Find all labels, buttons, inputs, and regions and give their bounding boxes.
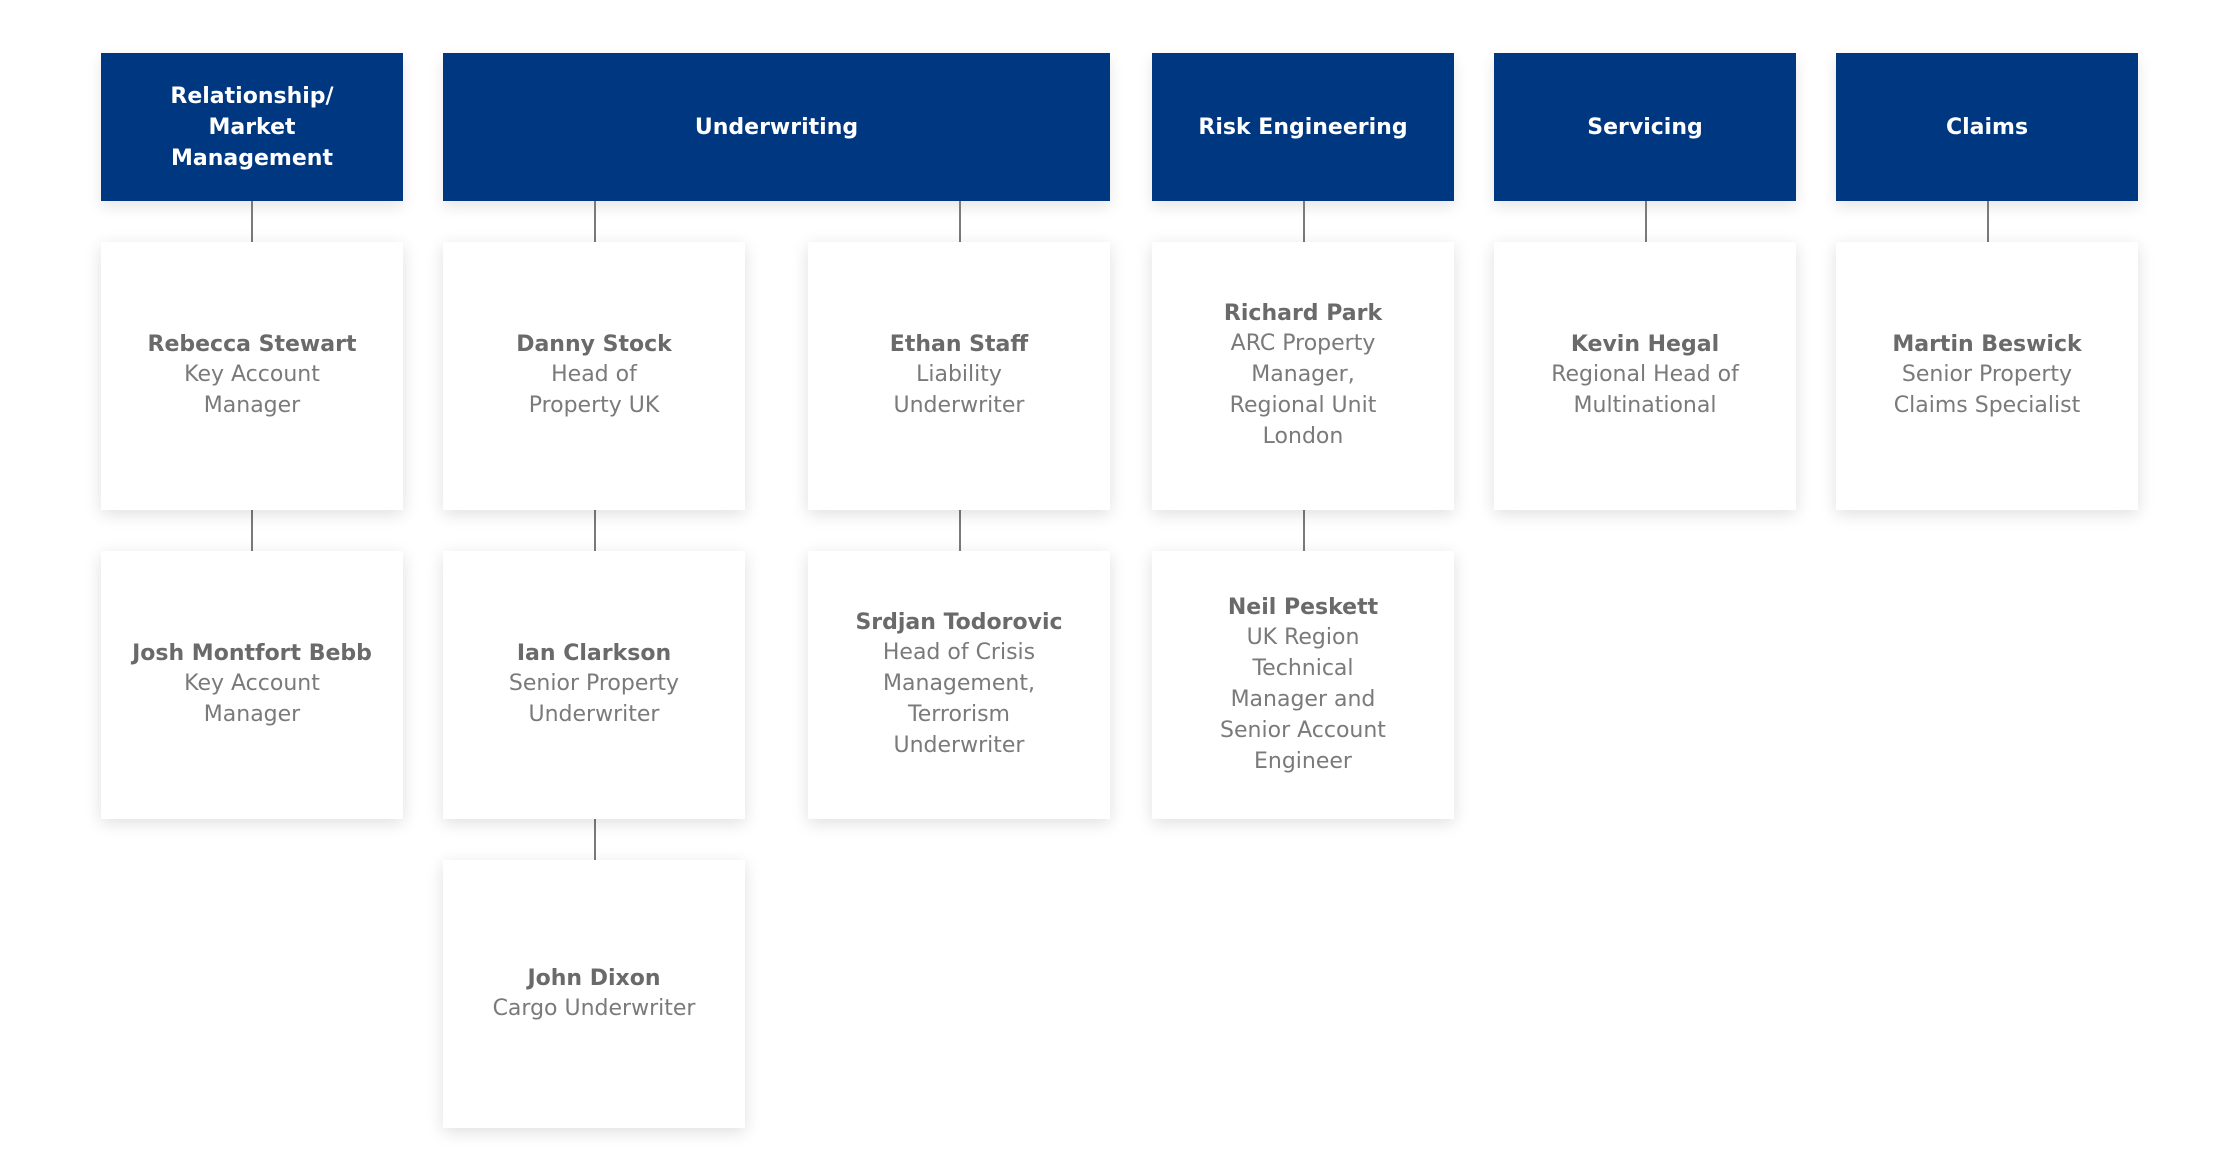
- header-label: Risk Engineering: [1198, 114, 1408, 140]
- person-card-rebecca-stewart: Rebecca Stewart Key Account Manager: [101, 242, 403, 510]
- person-role: UK Region Technical Manager and Senior A…: [1220, 624, 1386, 774]
- person-name: Ethan Staff: [889, 332, 1029, 357]
- person-name: Ian Clarkson: [516, 641, 672, 666]
- person-role: Senior Property Claims Specialist: [1893, 362, 2081, 418]
- person-name: Josh Montfort Bebb: [132, 641, 372, 666]
- person-card-martin-beswick: Martin Beswick Senior Property Claims Sp…: [1836, 242, 2138, 510]
- person-card-ian-clarkson: Ian Clarkson Senior Property Underwriter: [443, 551, 745, 819]
- person-card-srdjan-todorovic: Srdjan Todorovic Head of Crisis Manageme…: [808, 551, 1110, 819]
- person-card-kevin-hegal: Kevin Hegal Regional Head of Multination…: [1494, 242, 1796, 510]
- header-label: Relationship/ Market Management: [170, 83, 334, 171]
- person-name: Kevin Hegal: [1570, 332, 1720, 357]
- header-claims: Claims: [1836, 53, 2138, 201]
- header-underwriting: Underwriting: [443, 53, 1110, 201]
- connector: [594, 201, 596, 242]
- person-name: Neil Peskett: [1227, 594, 1379, 620]
- connector: [959, 510, 961, 551]
- connector: [959, 201, 961, 242]
- header-servicing: Servicing: [1494, 53, 1796, 201]
- person-card-john-dixon: John Dixon Cargo Underwriter: [443, 860, 745, 1128]
- connector: [594, 819, 596, 860]
- person-role: Regional Head of Multinational: [1551, 362, 1739, 418]
- connector: [1303, 510, 1305, 551]
- header-risk-engineering: Risk Engineering: [1152, 53, 1454, 201]
- person-role: Key Account Manager: [184, 362, 320, 418]
- person-role: Cargo Underwriter: [492, 995, 696, 1021]
- person-card-neil-peskett: Neil Peskett UK Region Technical Manager…: [1152, 551, 1454, 819]
- person-name: John Dixon: [527, 965, 661, 991]
- person-name: Srdjan Todorovic: [855, 610, 1063, 635]
- connector: [1303, 201, 1305, 242]
- person-role: Senior Property Underwriter: [508, 671, 680, 727]
- person-role: Head of Crisis Management, Terrorism Und…: [882, 640, 1036, 758]
- person-card-josh-montfort-bebb: Josh Montfort Bebb Key Account Manager: [101, 551, 403, 819]
- person-name: Martin Beswick: [1892, 332, 2082, 357]
- person-name: Danny Stock: [516, 332, 672, 357]
- header-label: Claims: [1945, 114, 2029, 140]
- connector: [251, 201, 253, 242]
- person-name: Rebecca Stewart: [147, 332, 357, 357]
- person-role: Head of Property UK: [528, 362, 660, 418]
- person-card-ethan-staff: Ethan Staff Liability Underwriter: [808, 242, 1110, 510]
- header-label: Servicing: [1587, 114, 1703, 140]
- person-name: Richard Park: [1223, 301, 1383, 326]
- header-label: Underwriting: [694, 114, 859, 140]
- header-relationship-market-management: Relationship/ Market Management: [101, 53, 403, 201]
- person-role: ARC Property Manager, Regional Unit Lond…: [1229, 331, 1377, 449]
- connector: [251, 510, 253, 551]
- connector: [1987, 201, 1989, 242]
- person-card-danny-stock: Danny Stock Head of Property UK: [443, 242, 745, 510]
- person-role: Liability Underwriter: [893, 362, 1025, 418]
- person-role: Key Account Manager: [184, 671, 320, 727]
- connector: [594, 510, 596, 551]
- person-card-richard-park: Richard Park ARC Property Manager, Regio…: [1152, 242, 1454, 510]
- connector: [1645, 201, 1647, 242]
